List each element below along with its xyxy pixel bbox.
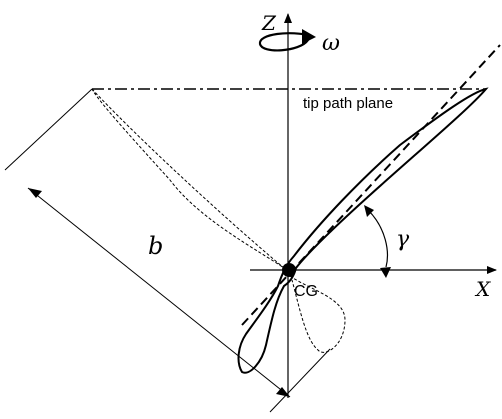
- cg-label: CG: [294, 283, 318, 300]
- gamma-arc-arrowhead-top: [364, 205, 374, 217]
- rotation-arrow: [258, 29, 316, 52]
- x-axis-label: X: [474, 277, 491, 301]
- cg-point: [282, 263, 296, 277]
- gamma-label: γ: [396, 227, 410, 252]
- tip-path-plane-label: tip path plane: [303, 95, 393, 112]
- length-label: b: [148, 232, 163, 260]
- ghost-blade-outline: [91, 88, 285, 269]
- gamma-arc-arrowhead-bottom: [380, 267, 391, 278]
- blade-axis-line: [241, 44, 501, 326]
- extension-line-bottom: [269, 348, 331, 413]
- blade-outline: [237, 87, 489, 374]
- length-arrowhead-bottom: [276, 387, 290, 397]
- extension-line-top: [4, 88, 93, 171]
- length-dimension-line: [27, 187, 291, 398]
- z-axis-label: Z: [261, 11, 277, 35]
- length-arrowhead-top: [28, 188, 42, 198]
- omega-label: ω: [322, 31, 340, 56]
- gamma-angle-arc: [367, 209, 389, 268]
- ghost-lower-lobe: [289, 275, 346, 353]
